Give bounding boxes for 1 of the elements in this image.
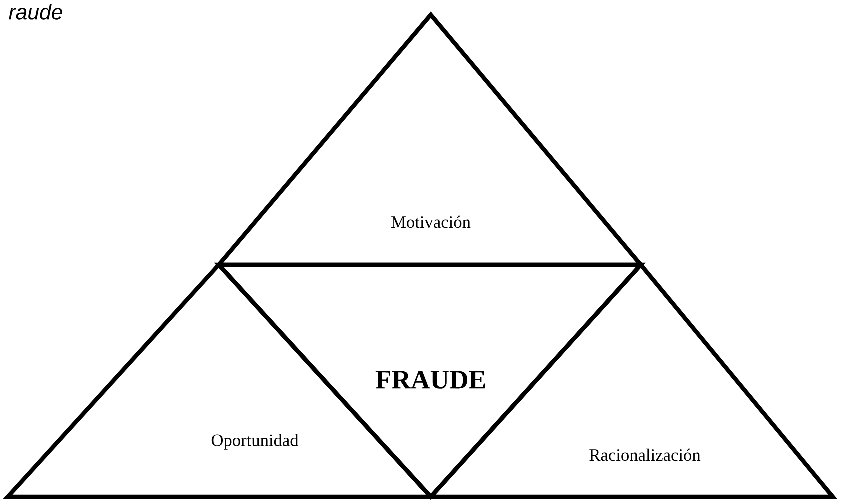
title: raude [9, 4, 62, 20]
